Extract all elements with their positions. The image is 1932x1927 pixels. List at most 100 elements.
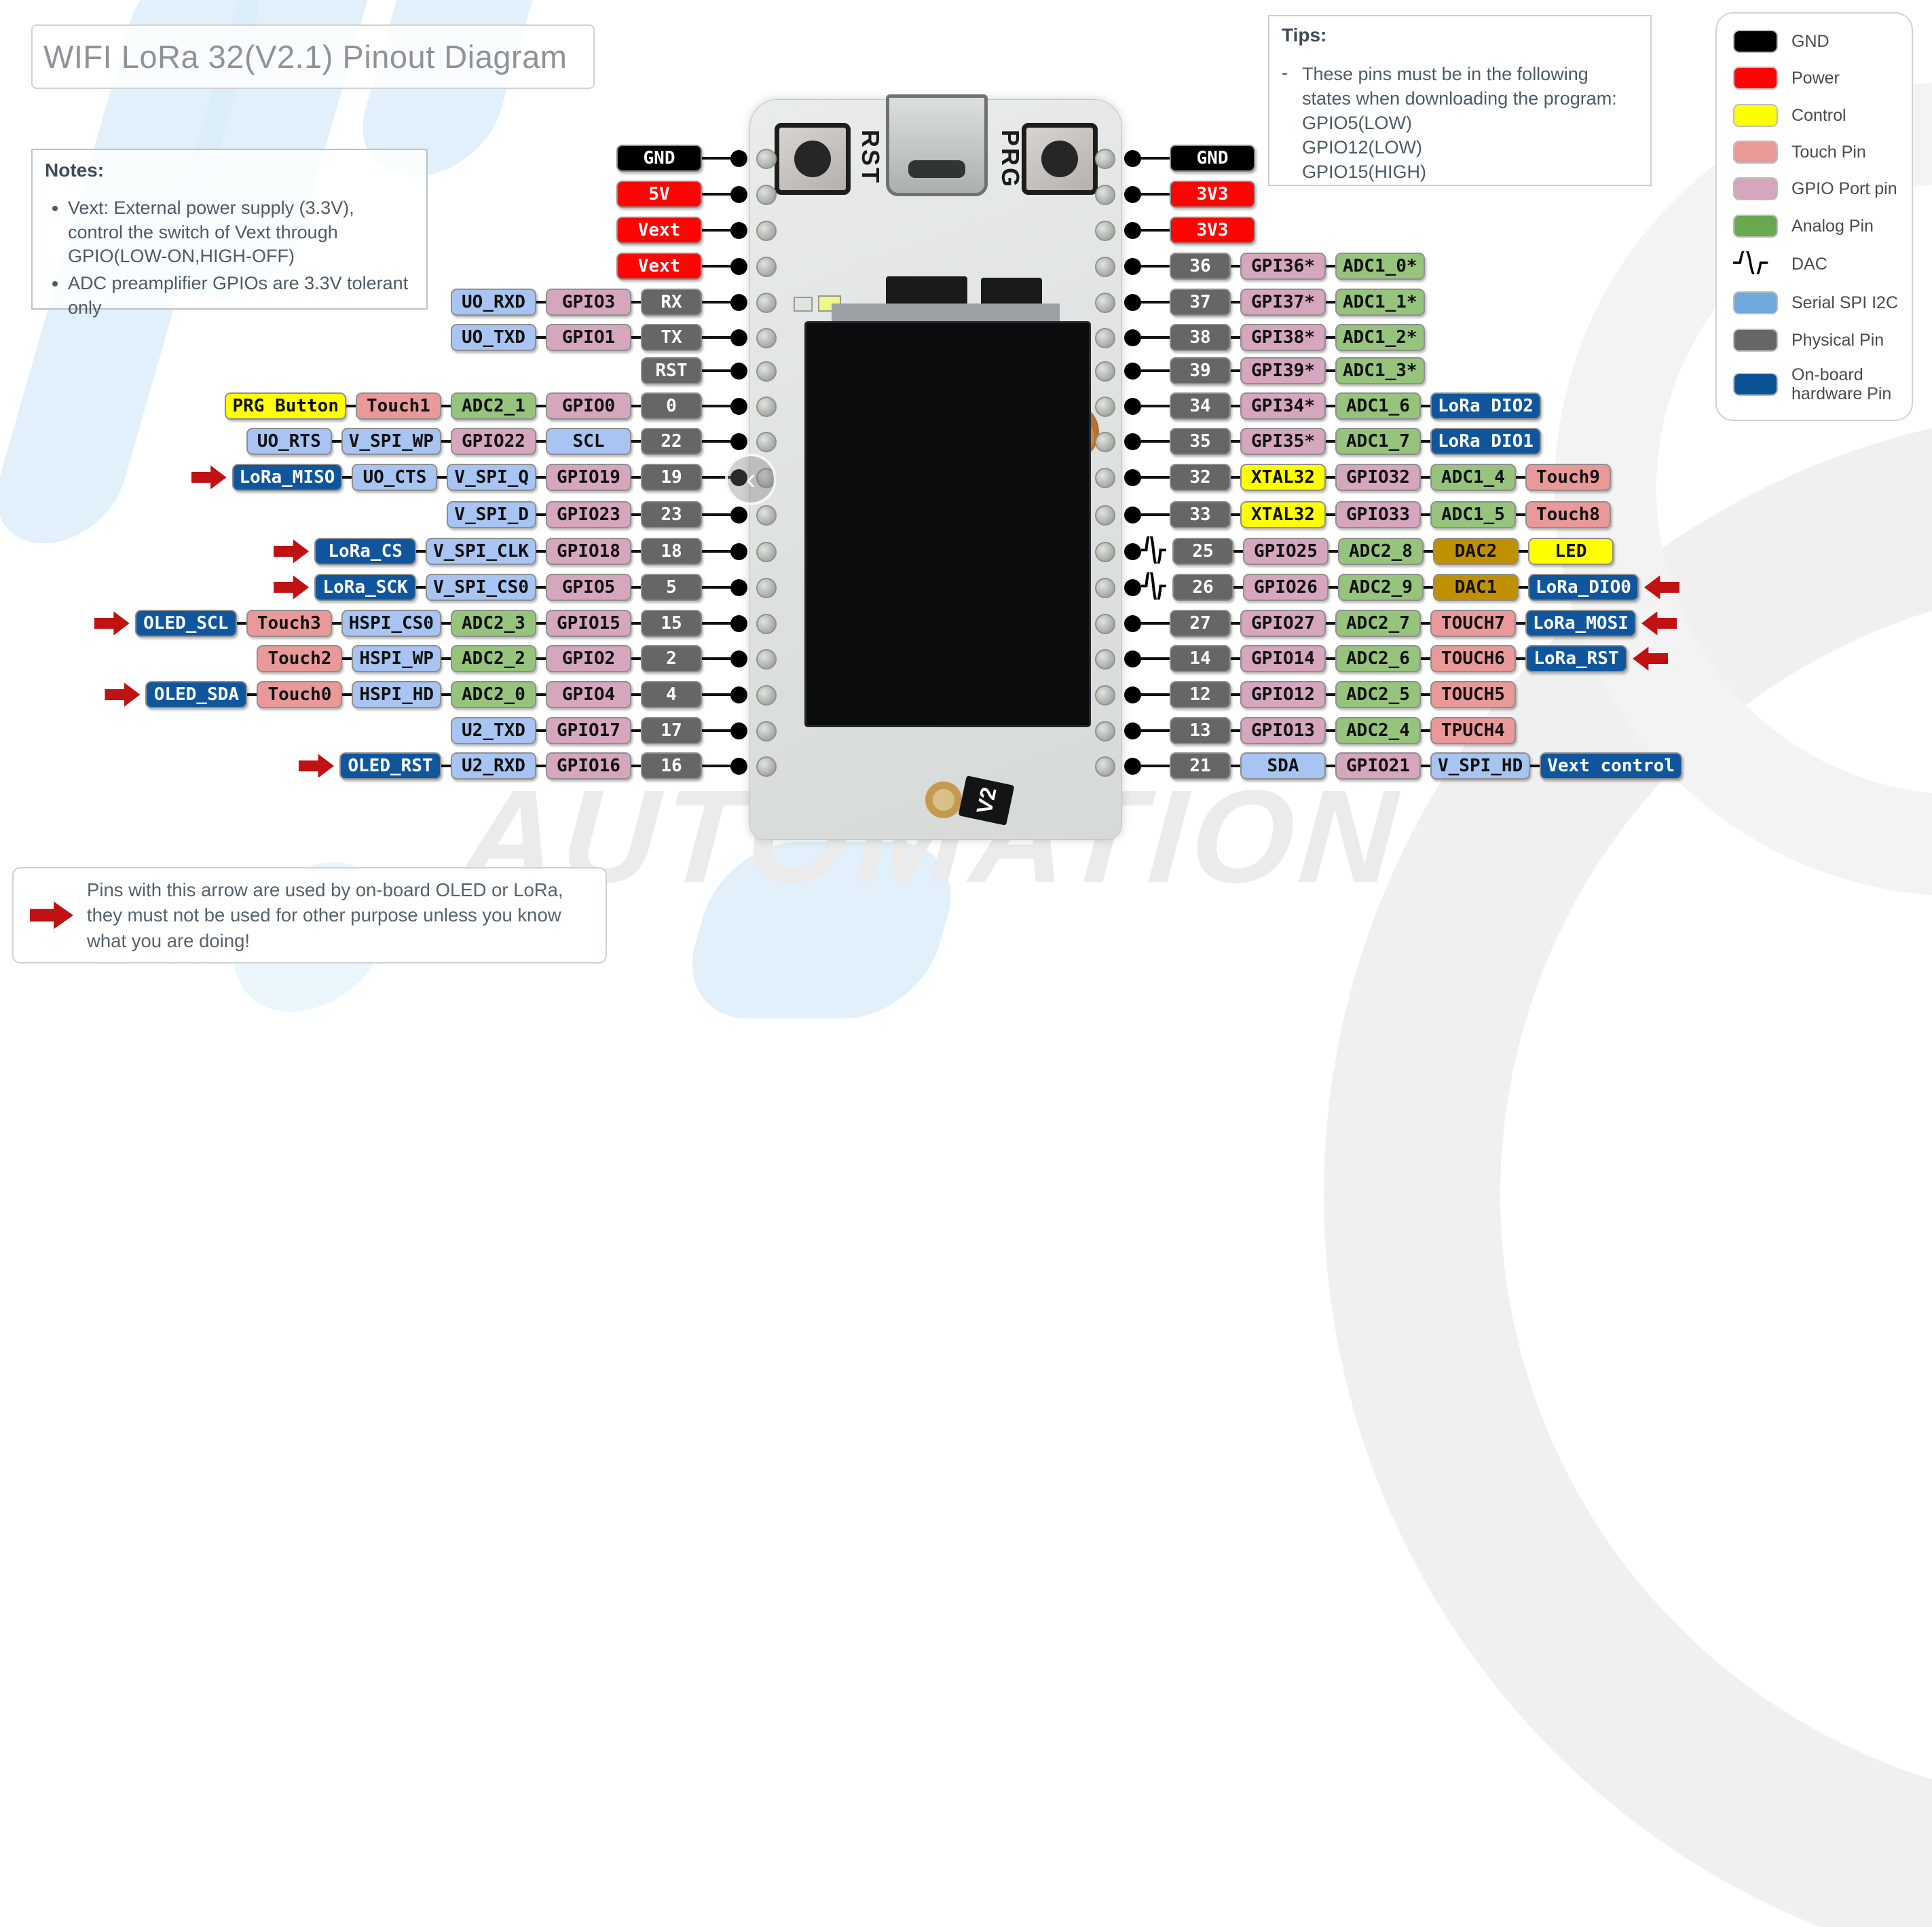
- pin-box-38: 38: [1170, 324, 1231, 351]
- pin-box-adc1-3: ADC1_3*: [1335, 357, 1425, 384]
- pin-dot: [730, 433, 747, 450]
- footnote-box: Pins with this arrow are used by on-boar…: [12, 867, 607, 963]
- connector-line: [1141, 229, 1170, 232]
- connector-line: [247, 693, 257, 696]
- connector-line: [702, 622, 730, 625]
- solder-pad: [756, 257, 777, 277]
- pin-box-adc1-2: ADC1_2*: [1335, 324, 1425, 351]
- pin-box-gpio2: GPIO2: [546, 645, 631, 672]
- legend-label: On-board hardware Pin: [1791, 365, 1892, 403]
- pin-box-34: 34: [1170, 392, 1231, 420]
- pin-box-v-spi-q: V_SPI_Q: [447, 464, 536, 491]
- connector-line: [1516, 513, 1525, 516]
- pin-dot: [730, 293, 747, 311]
- pin-dot: [1124, 650, 1141, 667]
- connector-line: [1141, 440, 1170, 443]
- dac-icon: [1140, 532, 1172, 568]
- pin-box-scl: SCL: [546, 428, 631, 455]
- connector-line: [631, 550, 641, 553]
- red-arrow-icon: [30, 901, 73, 930]
- pin-box-13: 13: [1170, 717, 1231, 744]
- pin-box-adc1-0: ADC1_0*: [1335, 253, 1425, 280]
- pin-box-5: 5: [641, 574, 702, 601]
- notes-heading: Notes:: [45, 160, 105, 181]
- connector-line: [1424, 586, 1433, 589]
- connector-line: [702, 229, 730, 232]
- pin-box-gpi38: GPI38*: [1240, 324, 1326, 351]
- legend-label: Analog Pin: [1791, 216, 1874, 236]
- pin-box-gpio17: GPIO17: [546, 717, 631, 744]
- connector-line: [1519, 550, 1528, 553]
- connector-line: [1141, 301, 1170, 304]
- pin-box-gpio3: GPIO3: [546, 289, 631, 316]
- connector-line: [631, 622, 641, 625]
- connector-line: [236, 622, 246, 625]
- solder-pad: [756, 685, 777, 705]
- pin-dot: [730, 579, 747, 596]
- pin-box-gpio13: GPIO13: [1240, 717, 1326, 744]
- pin-box-led: LED: [1528, 538, 1614, 565]
- pin-dot: [1124, 686, 1141, 703]
- connector-line: [1421, 765, 1430, 767]
- pin-dot: [1124, 329, 1141, 346]
- red-arrow-icon: [299, 754, 334, 778]
- pin-box-gpio4: GPIO4: [546, 681, 631, 708]
- connector-line: [1326, 622, 1335, 625]
- dac-squiggle-icon: [1732, 247, 1768, 278]
- oled-ribbon: [832, 304, 1060, 323]
- pin-box-touch6: TOUCH6: [1430, 645, 1516, 672]
- carousel-prev-button[interactable]: ‹: [725, 454, 777, 505]
- pin-box-vext: Vext: [616, 217, 702, 244]
- connector-line: [631, 693, 641, 696]
- legend-item-control: Control: [1733, 103, 1905, 127]
- pin-dot: [1124, 293, 1141, 311]
- pin-box-uo-cts: UO_CTS: [352, 464, 438, 491]
- pin-box-15: 15: [641, 610, 702, 637]
- legend-item-power: Power: [1733, 67, 1905, 90]
- connector-line: [1231, 657, 1240, 660]
- prg-button-cap: [1041, 141, 1078, 177]
- pin-box-touch5: TOUCH5: [1430, 681, 1516, 708]
- connector-line: [441, 622, 451, 625]
- connector-line: [1141, 657, 1170, 660]
- tips-lines: These pins must be in the following stat…: [1302, 62, 1638, 185]
- pin-dot: [730, 257, 747, 275]
- solder-pad: [756, 614, 777, 634]
- connector-line: [1421, 729, 1430, 732]
- tips-dash: -: [1282, 62, 1288, 83]
- pin-box-gpio33: GPIO33: [1335, 501, 1421, 528]
- pin-box-adc2-6: ADC2_6: [1335, 645, 1421, 672]
- pin-box-39: 39: [1170, 357, 1231, 384]
- pin-box-oled-sda: OLED_SDA: [145, 681, 248, 708]
- pin-box-uo-rxd: UO_RXD: [451, 289, 536, 316]
- connector-line: [702, 586, 730, 589]
- connector-line: [342, 476, 352, 479]
- connector-line: [702, 729, 730, 732]
- pin-box-tx: TX: [641, 324, 702, 351]
- connector-line: [1141, 369, 1170, 372]
- notes-list: Vext: External power supply (3.3V), cont…: [45, 196, 414, 320]
- legend-label: GPIO Port pin: [1791, 179, 1897, 199]
- pin-dot: [1124, 185, 1141, 203]
- solder-pad: [756, 361, 777, 382]
- connector-line: [331, 622, 341, 625]
- solder-pad: [1095, 685, 1115, 705]
- pin-row: GND: [1124, 144, 1255, 172]
- pin-box-v-spi-cs0: V_SPI_CS0: [426, 574, 536, 601]
- connector-line: [702, 405, 730, 407]
- pin-box-dac1: DAC1: [1433, 574, 1519, 601]
- pin-row: 3V3: [1124, 216, 1255, 244]
- pin-box-hspi-hd: HSPI_HD: [352, 681, 441, 708]
- pin-box-touch3: Touch3: [246, 610, 332, 637]
- notes-item: ADC preamplifier GPIOs are 3.3V tolerant…: [68, 272, 414, 320]
- pin-box-adc1-4: ADC1_4: [1430, 464, 1516, 491]
- pin-box-oled-scl: OLED_SCL: [134, 610, 237, 637]
- legend-item-gnd: GND: [1733, 30, 1905, 53]
- pin-box-gpi34: GPI34*: [1240, 392, 1326, 420]
- pin-box-33: 33: [1170, 501, 1231, 528]
- red-arrow-icon: [1644, 574, 1679, 601]
